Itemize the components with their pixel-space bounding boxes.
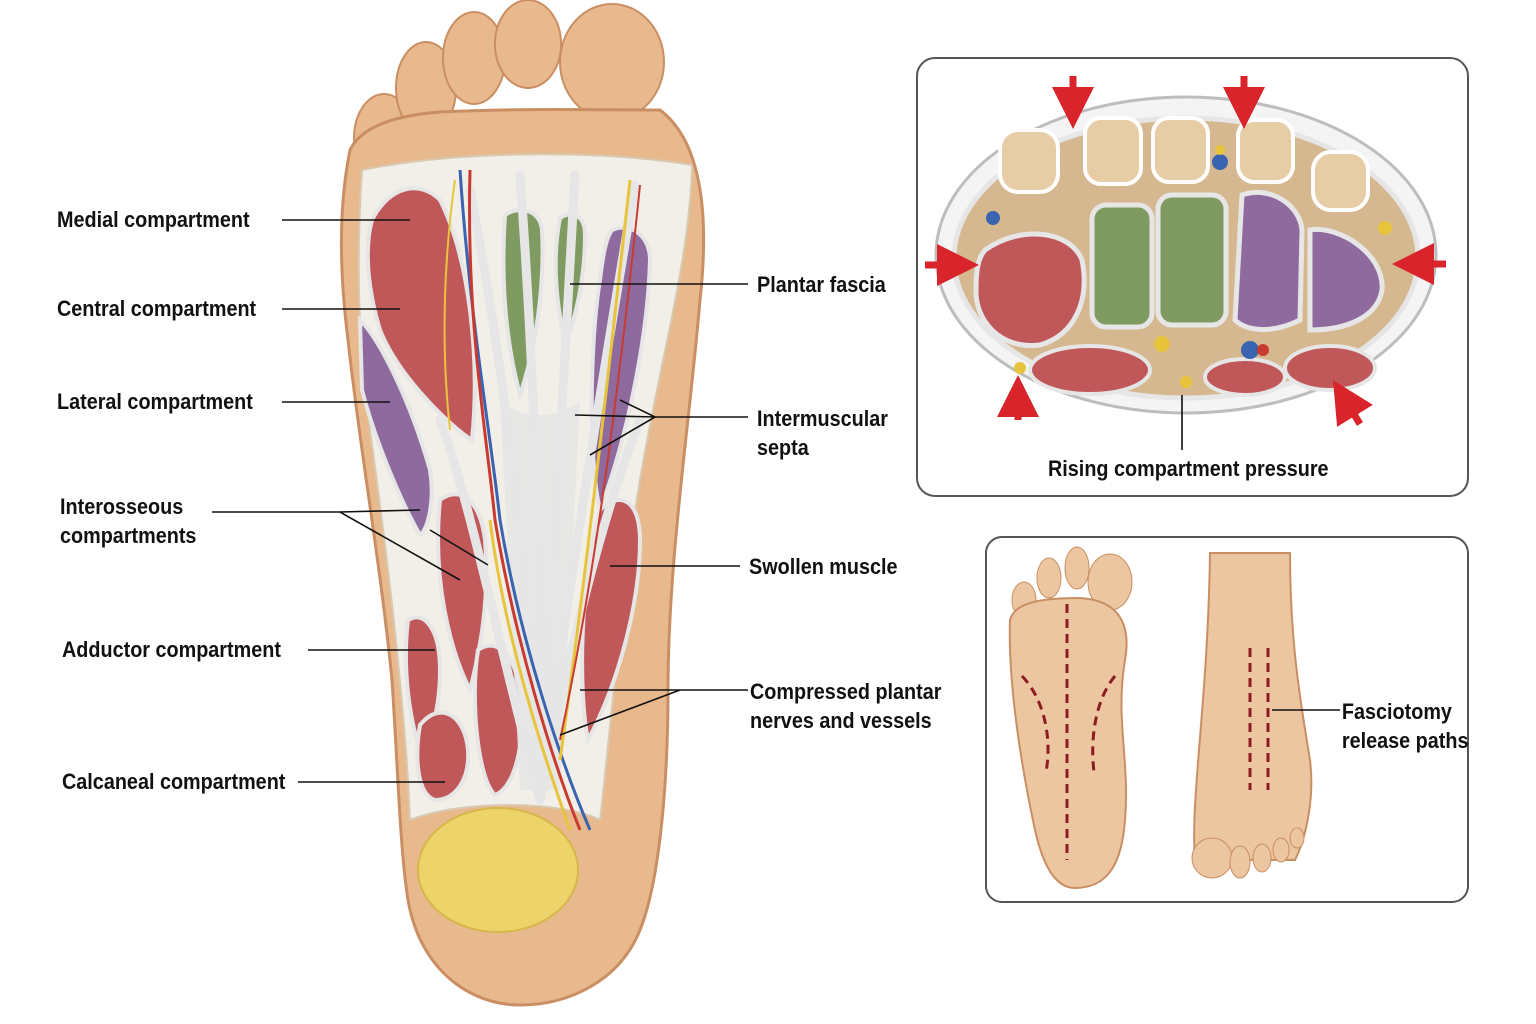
section-lower-muscle-3 [1283,344,1377,392]
label-rising-pressure: Rising compartment pressure [1048,456,1329,481]
label-intermuscular-septa: Intermuscular septa [757,404,888,462]
label-swollen-muscle: Swollen muscle [749,554,898,579]
label-septa-line1: Intermuscular [757,406,888,431]
label-plantar-fascia: Plantar fascia [757,272,886,297]
arrow-icon [925,76,1446,427]
incision-line-dorsal [1248,648,1270,790]
fascia-center [500,400,580,790]
calcaneal-muscle-1 [415,710,471,803]
label-lateral-compartment: Lateral compartment [57,389,253,414]
label-septa-line2: septa [757,435,809,460]
section-central-muscle-2 [1155,192,1229,328]
label-interosseous-line1: Interosseous [60,494,184,519]
label-interosseous-compartments: Interosseous compartments [60,492,196,550]
dorsal-view [1191,552,1313,879]
cross-section-inset [916,57,1469,497]
leader-lines-main [212,219,748,783]
label-medial-compartment: Medial compartment [57,207,250,232]
toe-big [559,3,665,121]
label-interosseous-line2: compartments [60,523,197,548]
metatarsal-bones [998,116,1370,212]
label-compressed-line2: nerves and vessels [750,708,932,733]
lateral-muscle-left [357,315,434,538]
section-medial-muscle [973,231,1087,349]
toe-2 [494,0,562,89]
sole-view [1008,546,1133,890]
label-calcaneal-compartment: Calcaneal compartment [62,769,286,794]
incision-line [1020,604,1117,860]
label-fasciotomy-line1: Fasciotomy [1341,699,1452,724]
section-lateral-muscle-2 [1307,226,1385,333]
section-lower-muscle-2 [1203,357,1287,397]
label-compressed-nerves: Compressed plantar nerves and vessels [750,677,941,735]
fasciotomy-inset [985,536,1469,903]
label-compressed-line1: Compressed plantar [750,679,942,704]
section-vessels [986,145,1392,388]
label-central-compartment: Central compartment [57,296,257,321]
label-fasciotomy: Fasciotomy release paths [1341,697,1469,755]
label-adductor-compartment: Adductor compartment [62,637,281,662]
section-lateral-muscle-1 [1232,189,1305,332]
heel-fat-pad [417,807,579,933]
section-central-muscle-1 [1089,202,1155,330]
section-lower-muscle-1 [1028,344,1152,396]
main-foot [339,0,706,1007]
label-fasciotomy-line2: release paths [1341,728,1469,753]
nerves-vessels [443,169,641,831]
